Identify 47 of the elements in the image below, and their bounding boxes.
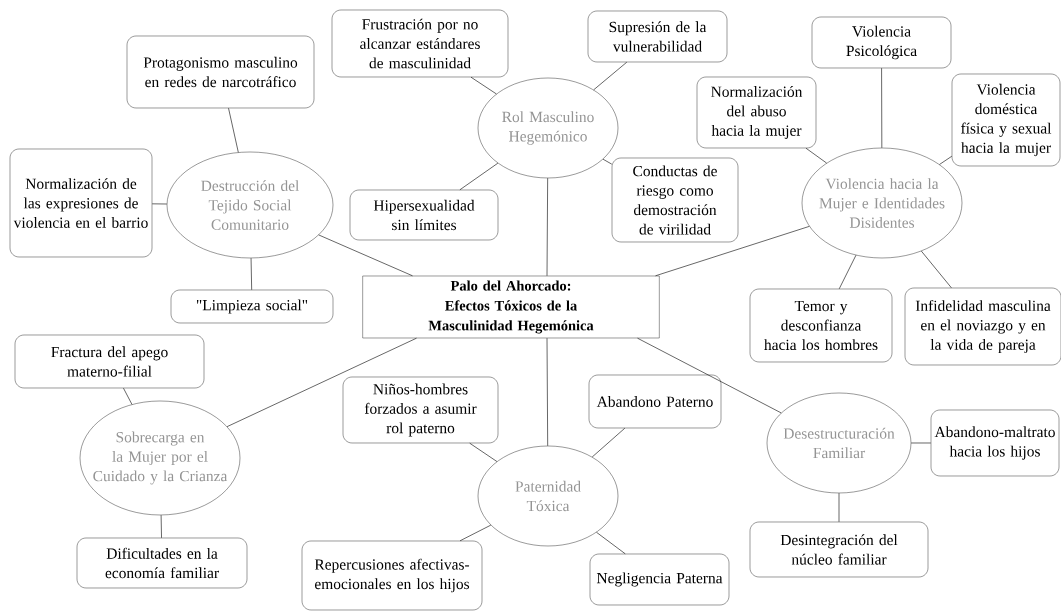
subtopic-box: Negligencia Paterna (589, 553, 730, 606)
connector-line (655, 226, 810, 277)
subtopic-box: Dificultades en la economía familiar (76, 537, 248, 589)
connector-line (459, 524, 492, 542)
subtopic-box: Niños-hombres forzados a asumir rol paterno (342, 376, 499, 444)
connector-line (838, 254, 857, 290)
connector-line (921, 250, 952, 289)
connector-line (596, 532, 626, 555)
subtopic-box: Abandono Paterno (588, 374, 722, 429)
connector-line (151, 203, 168, 205)
connector-line (591, 427, 626, 458)
connector-line (838, 492, 840, 523)
connector-line (228, 107, 239, 153)
subtopic-box: Repercusiones afectivas-emocionales en los hijos (301, 540, 483, 611)
connector-line (602, 158, 613, 165)
subtopic-box: Supresión de la vulnerabilidad (587, 10, 728, 63)
connector-line (470, 76, 497, 95)
subtopic-box: Violencia doméstica física y sexual hacia la mujer (951, 73, 1061, 167)
connector-line (250, 257, 252, 291)
connector-line (318, 234, 413, 277)
connector-line (123, 387, 133, 405)
subtopic-box: Protagonismo masculino en redes de narcotráfico (126, 35, 315, 109)
connector-line (459, 162, 499, 191)
connector-line (910, 442, 932, 444)
central-topic-box: Palo del Ahorcado: Efectos Tóxicos de la Masculinidad Hegemónica (362, 275, 660, 339)
connector-line (226, 337, 417, 427)
subtopic-box: "Limpieza social" (170, 289, 334, 324)
subtopic-box: Fractura del apego materno-filial (14, 334, 205, 389)
subtopic-box: Frustración por no alcanzar estándares de masculinidad (331, 9, 509, 78)
subtopic-box: Normalización del abuso hacia la mujer (696, 76, 817, 149)
connector-line (805, 147, 827, 164)
connector-line (160, 514, 162, 539)
connector-line (469, 442, 498, 462)
subtopic-box: Infidelidad masculina en el noviazgo y en la vida de pareja (904, 287, 1061, 366)
subtopic-box: Temor y desconfianza hacia los hombres (749, 288, 893, 363)
connector-line (637, 337, 782, 414)
connector-line (593, 61, 628, 91)
subtopic-box: Hipersexualidad sin límites (349, 189, 499, 241)
connector-line (546, 177, 548, 277)
subtopic-box: Conductas de riesgo como demostración de virilidad (611, 157, 739, 243)
subtopic-box: Abandono-maltrato hacia los hijos (930, 409, 1060, 477)
connector-line (881, 67, 883, 149)
subtopic-box: Violencia Psicológica (811, 16, 952, 69)
connector-line (939, 155, 953, 165)
subtopic-box: Desintegración del núcleo familiar (749, 521, 929, 578)
subtopic-box: Normalización de las expresiones de violencia en el barrio (9, 148, 153, 258)
connector-line (546, 337, 548, 447)
